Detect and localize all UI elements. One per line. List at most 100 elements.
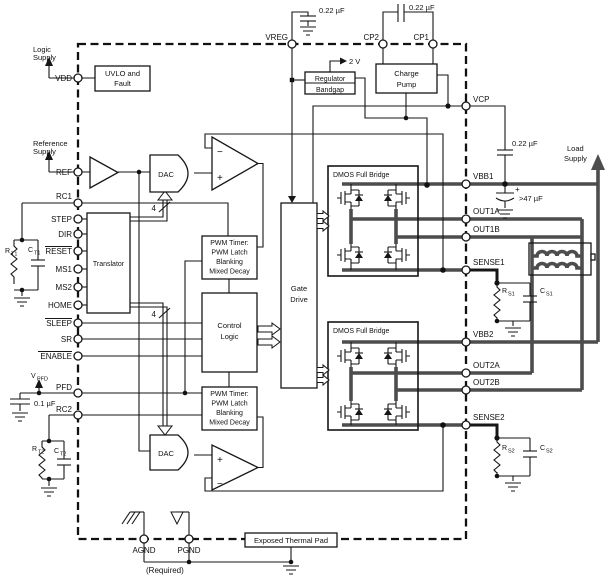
label-cp1: CP1 — [413, 33, 429, 42]
mosfet-icon — [383, 186, 411, 210]
reference-supply-line1: Reference — [33, 139, 68, 148]
cap-vreg-label: 0.22 µF — [319, 6, 345, 15]
rs1-main: R — [502, 288, 507, 295]
comparator1: − + — [211, 135, 260, 192]
rt2-main: R — [32, 446, 37, 453]
label-out2a: OUT2A — [473, 361, 500, 370]
earth-ground-icon — [282, 565, 300, 575]
label-dir: DIR — [58, 230, 72, 239]
control-logic-block: Control Logic — [201, 292, 258, 373]
ref-buffer-amp — [89, 155, 120, 190]
rt1-main: R — [5, 248, 10, 255]
label-step: STEP — [51, 215, 72, 224]
pin-agnd — [139, 534, 149, 544]
dac1-label: DAC — [158, 170, 174, 179]
cs2-sub: S2 — [546, 449, 553, 455]
label-out2b: OUT2B — [473, 378, 500, 387]
pin-sr — [73, 334, 83, 344]
uvlo-label-1: UVLO and — [105, 69, 140, 78]
dac1-block: DAC — [149, 154, 189, 193]
dmos-bridge1-label: DMOS Full Bridge — [333, 172, 390, 179]
pin-vbb1 — [461, 179, 471, 189]
label-vdd: VDD — [55, 74, 72, 83]
annotation-labels: Logic Supply Reference Supply Load Suppl… — [5, 3, 587, 575]
dmos-bridge2: DMOS Full Bridge — [327, 321, 419, 431]
label-vcp: VCP — [473, 95, 489, 104]
pin-pfd — [73, 388, 83, 398]
pwm1-line1: PWM Timer: — [210, 240, 249, 247]
pin-step — [73, 214, 83, 224]
pwm-timer1-block: PWM Timer: PWM Latch Blanking Mixed Deca… — [201, 235, 258, 280]
comp1-minus-sign: − — [217, 147, 223, 158]
label-sense2: SENSE2 — [473, 413, 505, 422]
label-sleep: SLEEP — [46, 319, 72, 328]
translator-label: Translator — [93, 261, 125, 268]
pin-cp1 — [428, 39, 438, 49]
rs2-sub: S2 — [508, 449, 515, 455]
label-agnd: AGND — [132, 546, 155, 555]
pin-sense2 — [461, 420, 471, 430]
rt2-sub: T2 — [38, 450, 44, 456]
stepper-motor-windings — [528, 242, 596, 276]
label-ref: REF — [56, 168, 72, 177]
ct1-sub: T1 — [34, 251, 40, 257]
pin-labels: VDD REF RC1 STEP DIR RESET MS1 MS2 HOME … — [38, 33, 505, 555]
rs1-sub: S1 — [508, 292, 515, 298]
cs1-sub: S1 — [546, 292, 553, 298]
comparator2: + − — [211, 443, 260, 492]
label-vreg: VREG — [265, 33, 288, 42]
thermal-pad-label: Exposed Thermal Pad — [254, 536, 328, 545]
label-rc1: RC1 — [56, 192, 73, 201]
translator-dac-buses — [130, 190, 174, 436]
gate-drive-line2: Drive — [290, 295, 308, 304]
charge-pump-label-1: Charge — [394, 69, 419, 78]
mosfet-icon — [383, 344, 411, 368]
pwm1-line4: Mixed Decay — [209, 269, 250, 276]
comp2-plus-sign: + — [217, 455, 223, 466]
label-ms2: MS2 — [56, 283, 73, 292]
load-supply-arrow — [591, 154, 605, 170]
mosfet-icon — [336, 400, 364, 424]
pin-rc1 — [73, 198, 83, 208]
pwm2-line4: Mixed Decay — [209, 420, 250, 427]
sense-wires — [470, 268, 499, 438]
pwm2-line3: Blanking — [216, 410, 243, 417]
pin-home — [73, 300, 83, 310]
pin-rc2 — [73, 410, 83, 420]
pin-dir — [73, 229, 83, 239]
cap-bulk-plus: + — [515, 185, 520, 194]
dmos-bridge1: DMOS Full Bridge — [327, 165, 419, 277]
regulator-label: Regulator — [315, 76, 346, 83]
gate-drive-block: Gate Drive — [280, 202, 318, 389]
reference-supply-line2: Supply — [33, 147, 56, 156]
load-supply-line1: Load — [567, 144, 584, 153]
rs1-cs1-network — [493, 282, 537, 337]
label-rc2: RC2 — [56, 405, 73, 414]
label-pfd: PFD — [56, 383, 72, 392]
pin-vbb2 — [461, 337, 471, 347]
regulator-bandgap-block: Regulator Bandgap — [304, 71, 356, 95]
pin-reset — [73, 246, 83, 256]
pin-vreg — [287, 39, 297, 49]
label-cp2: CP2 — [363, 33, 379, 42]
label-home: HOME — [48, 301, 72, 310]
charge-pump-label-2: Pump — [397, 80, 417, 89]
pin-pgnd — [184, 534, 194, 544]
pwm1-line2: PWM Latch — [211, 250, 247, 257]
ground-area — [121, 511, 300, 575]
pwm2-line2: PWM Latch — [211, 401, 247, 408]
vreg-cap-ground — [299, 26, 317, 36]
mosfet-icon — [383, 400, 411, 424]
bus1-width-label: 4 — [152, 204, 157, 213]
rs2-cs2-network — [493, 437, 537, 492]
thermal-pad-block: Exposed Thermal Pad — [244, 532, 338, 548]
logic-supply-line1: Logic — [33, 45, 51, 54]
pin-sense1 — [461, 265, 471, 275]
vpfd-arrow — [35, 379, 43, 388]
comp2-minus-sign: − — [217, 479, 223, 490]
pwm-timer2-block: PWM Timer: PWM Latch Blanking Mixed Deca… — [201, 386, 258, 431]
pin-sleep — [73, 318, 83, 328]
dac2-block: DAC — [149, 434, 189, 471]
required-label: (Required) — [146, 566, 184, 575]
logic-supply-line2: Supply — [33, 53, 56, 62]
